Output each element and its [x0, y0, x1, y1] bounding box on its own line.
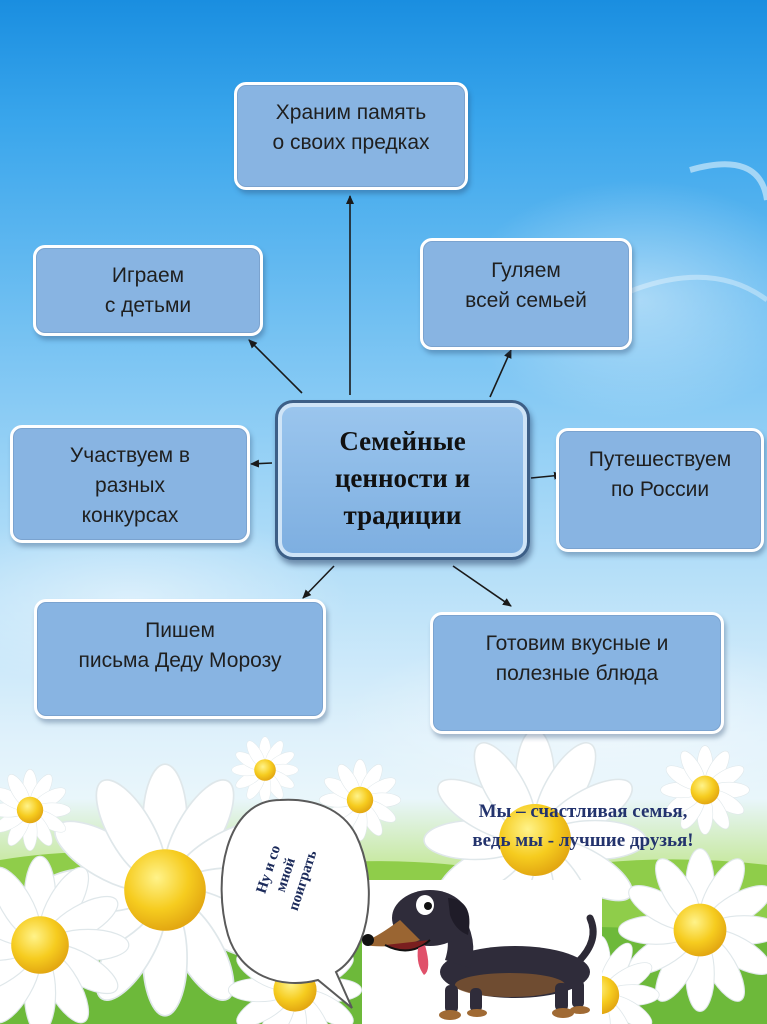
motto-line-2: ведь мы - лучшие друзья!	[472, 830, 694, 851]
node-memory: Храним память о своих предках	[234, 82, 468, 190]
node-memory-line-1: Храним память	[275, 101, 427, 124]
central-node: Семейные ценности и традиции	[275, 400, 530, 560]
node-contests-line-1: Участвуем в	[69, 444, 191, 467]
arrow-to-play	[248, 339, 303, 394]
node-travel-line-1: Путешествуем	[588, 448, 732, 471]
node-letters: Пишем письма Деду Морозу	[34, 599, 326, 719]
motto-text: Мы – счастливая семья, ведь мы - лучшие …	[418, 797, 748, 855]
node-play: Играем с детьми	[33, 245, 263, 336]
node-walk-line-2: всей семьей	[465, 289, 587, 312]
node-contests: Участвуем в разных конкурсах	[10, 425, 250, 543]
node-walk: Гуляем всей семьей	[420, 238, 632, 350]
node-play-line-1: Играем	[111, 264, 185, 287]
central-node-line-2: ценности и	[334, 463, 471, 493]
node-contests-line-2: разных	[95, 474, 165, 497]
central-node-line-1: Семейные	[339, 426, 466, 456]
central-node-line-3: традиции	[343, 500, 462, 530]
node-travel-line-2: по России	[610, 478, 710, 501]
node-cooking-line-1: Готовим вкусные и	[485, 632, 669, 655]
node-letters-line-2: письма Деду Морозу	[78, 649, 282, 672]
node-cooking-line-2: полезные блюда	[495, 662, 659, 685]
node-play-line-2: с детьми	[104, 294, 192, 317]
arrow-to-cooking	[452, 565, 512, 607]
arrow-to-contests	[250, 459, 273, 468]
node-memory-line-2: о своих предках	[272, 131, 430, 154]
node-travel: Путешествуем по России	[556, 428, 764, 552]
node-letters-line-1: Пишем	[145, 619, 215, 642]
arrow-to-letters	[302, 565, 335, 599]
node-walk-line-1: Гуляем	[491, 259, 561, 282]
arrow-to-walk	[489, 349, 512, 398]
node-cooking: Готовим вкусные и полезные блюда	[430, 612, 724, 734]
node-contests-line-3: конкурсах	[81, 504, 179, 527]
motto-line-1: Мы – счастливая семья,	[478, 801, 688, 822]
